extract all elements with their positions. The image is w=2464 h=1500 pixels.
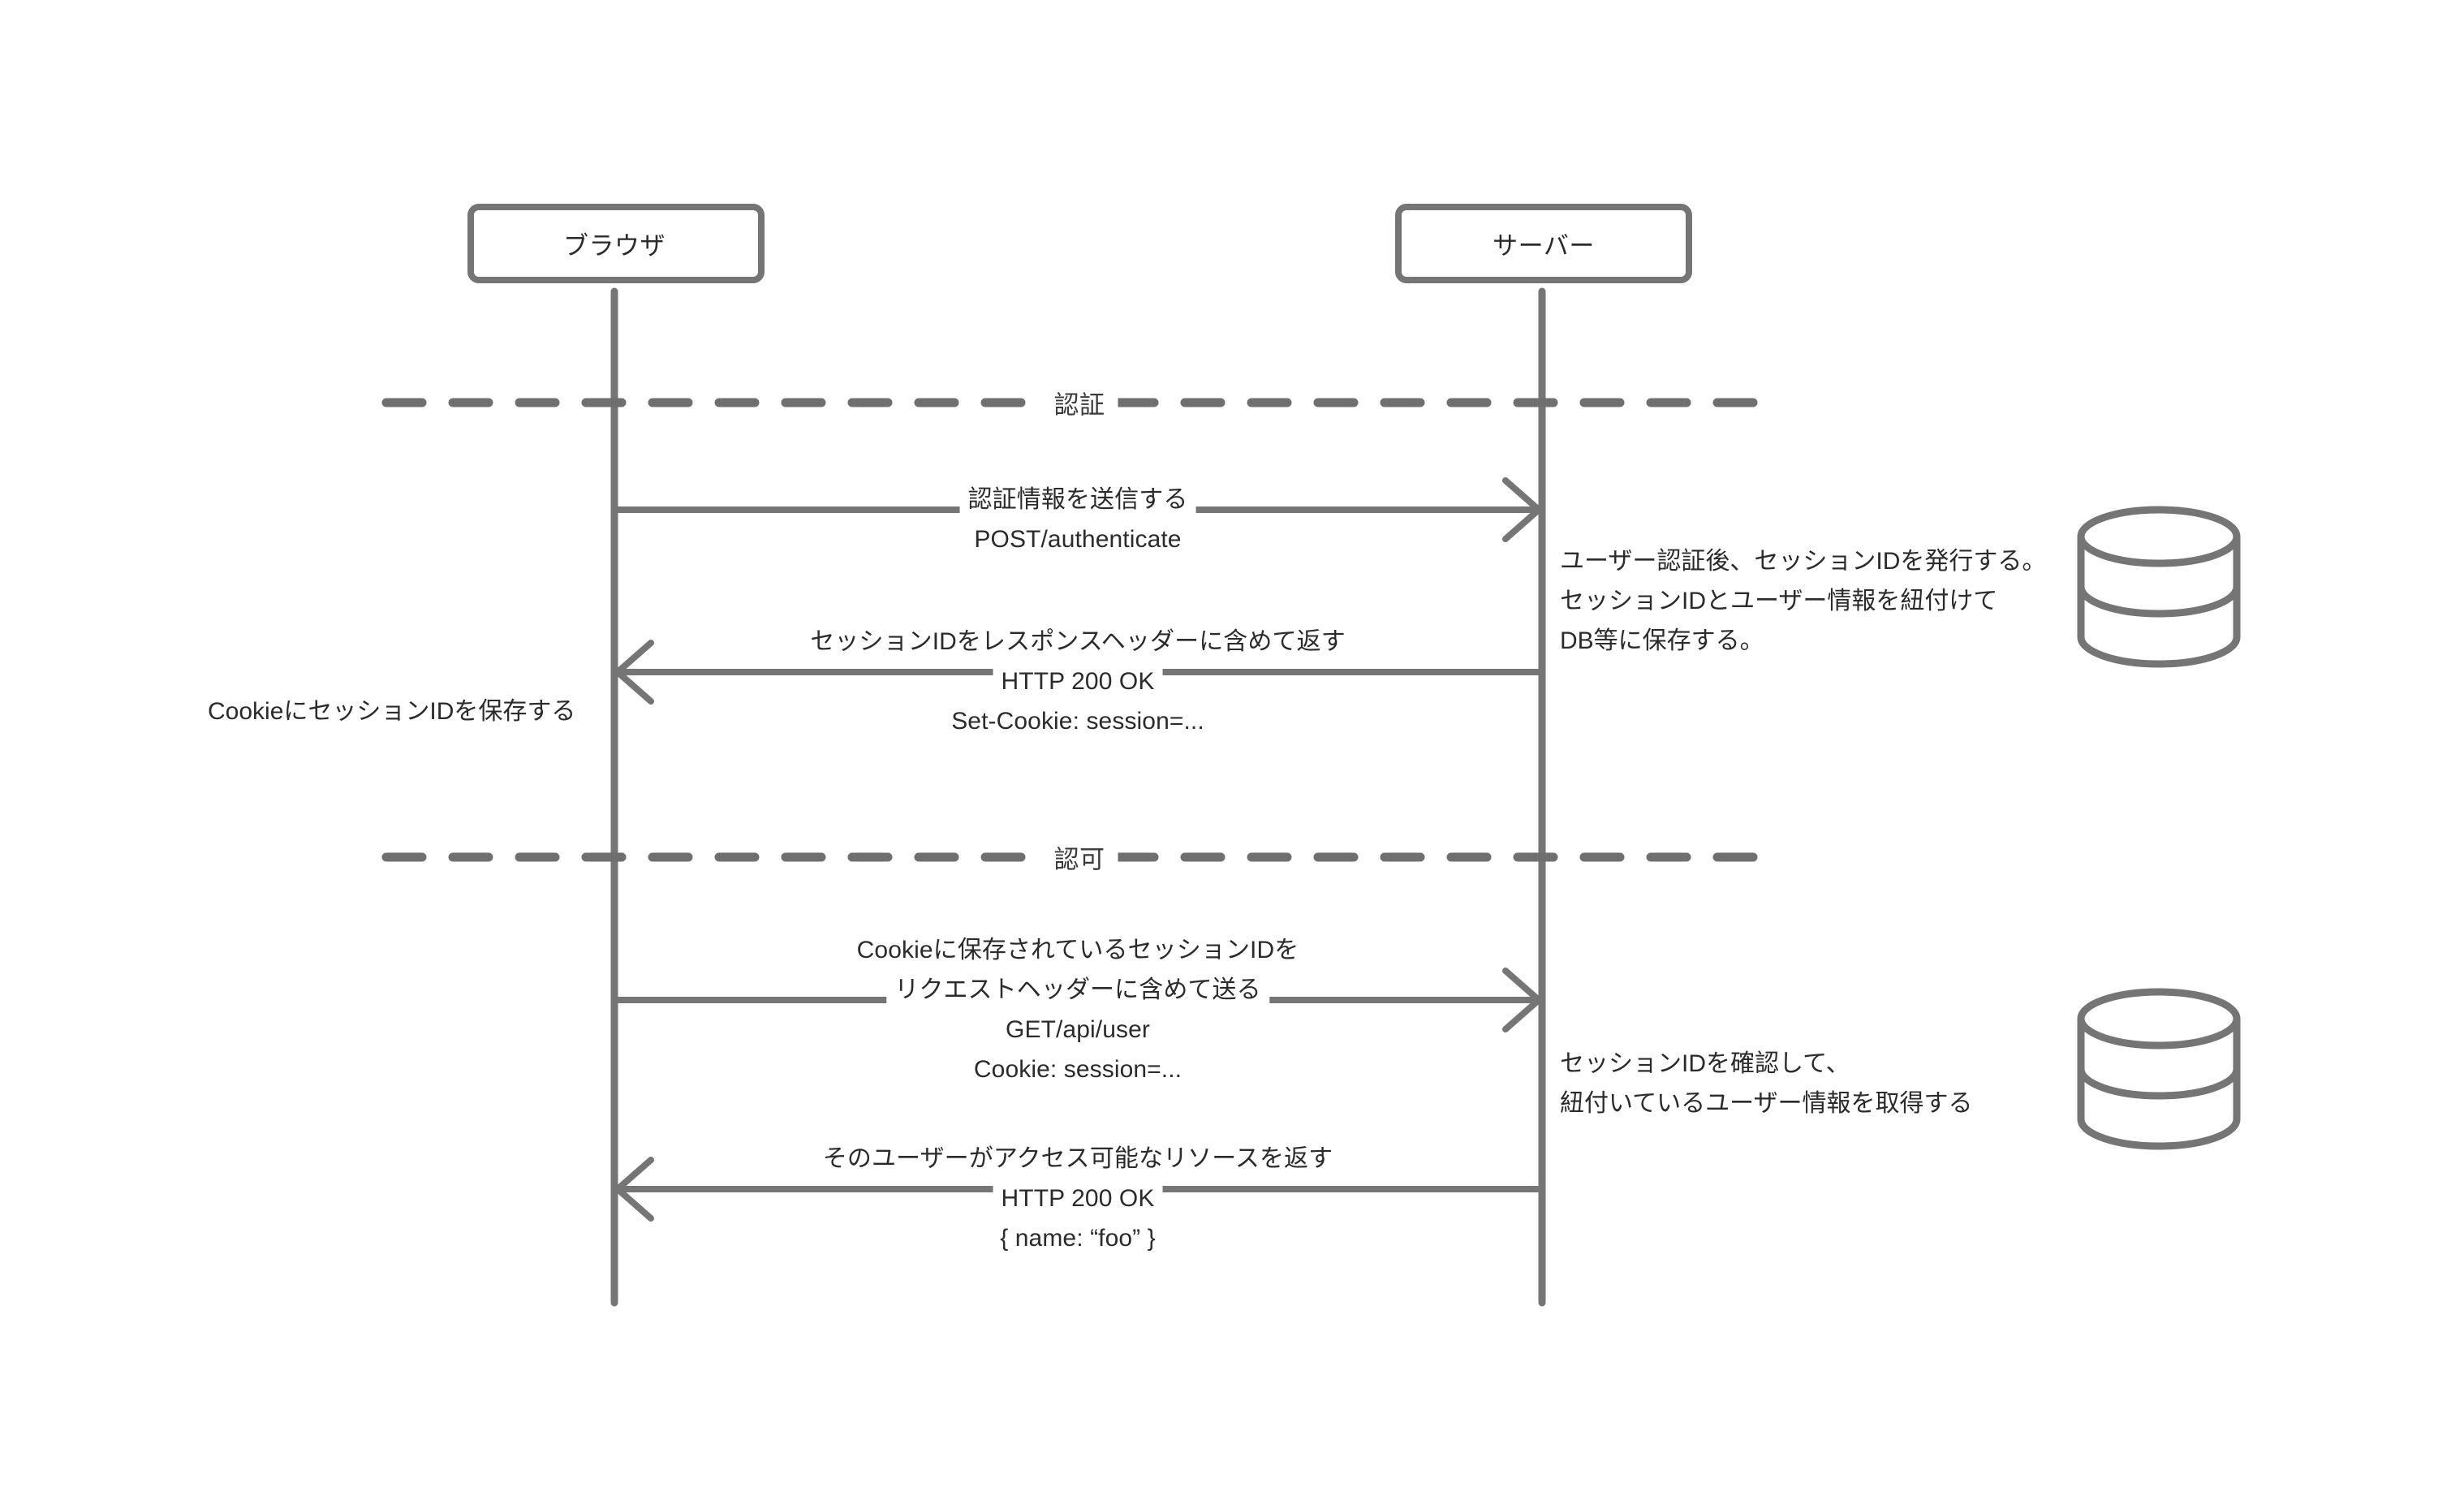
message-label-auth-request-line2: POST/authenticate [974,526,1182,553]
note-server-verify-session-line2: 紐付いているユーザー情報を取得する [1560,1090,1973,1117]
database-cylinder-icon-top [2077,506,2241,668]
divider-label-authorization: 認可 [1040,838,1118,876]
note-server-verify-session-line1: セッションIDを確認して、 [1560,1050,1850,1077]
note-server-issue-session-line2: セッションIDとユーザー情報を紐付けて [1560,588,1998,614]
message-label-api-response-line3: { name: “foo” } [1000,1225,1156,1252]
participant-box-browser[interactable] [467,204,765,283]
message-label-api-request-line4: Cookie: session=... [973,1056,1182,1083]
database-cylinder-icon-bottom [2077,988,2241,1150]
message-label-auth-response-line2: HTTP 200 OK [993,662,1163,701]
participant-box-server[interactable] [1395,204,1692,283]
participant-label-server: サーバー [1493,231,1595,261]
divider-label-authentication: 認証 [1040,384,1118,421]
message-label-auth-request-line1: 認証情報を送信する [959,480,1196,519]
arrowhead-right-api-request [1502,968,1542,1032]
message-label-auth-response-line1: セッションIDをレスポンスヘッダーに含めて返す [810,628,1346,655]
message-label-api-response-line2: HTTP 200 OK [993,1179,1163,1218]
arrowhead-left-api-response [614,1157,654,1222]
note-server-issue-session-line1: ユーザー認証後、セッションIDを発行する。 [1560,548,2047,575]
message-label-auth-response-line3: Set-Cookie: session=... [951,708,1204,735]
note-browser-cookie: CookieにセッションIDを保存する [201,692,583,731]
message-label-api-request-line3: GET/api/user [1006,1016,1150,1043]
message-label-api-request-line1: Cookieに保存されているセッションIDを [856,937,1299,963]
arrowhead-left-auth-response [614,640,654,705]
note-server-issue-session-line3: DB等に保存する。 [1560,627,1764,654]
arrowhead-right-auth-request [1502,477,1542,542]
message-label-api-request-line2: リクエストヘッダーに含めて送る [886,970,1269,1010]
participant-label-browser: ブラウザ [563,231,666,261]
message-label-api-response-line1: そのユーザーがアクセス可能なリソースを返す [822,1145,1333,1172]
